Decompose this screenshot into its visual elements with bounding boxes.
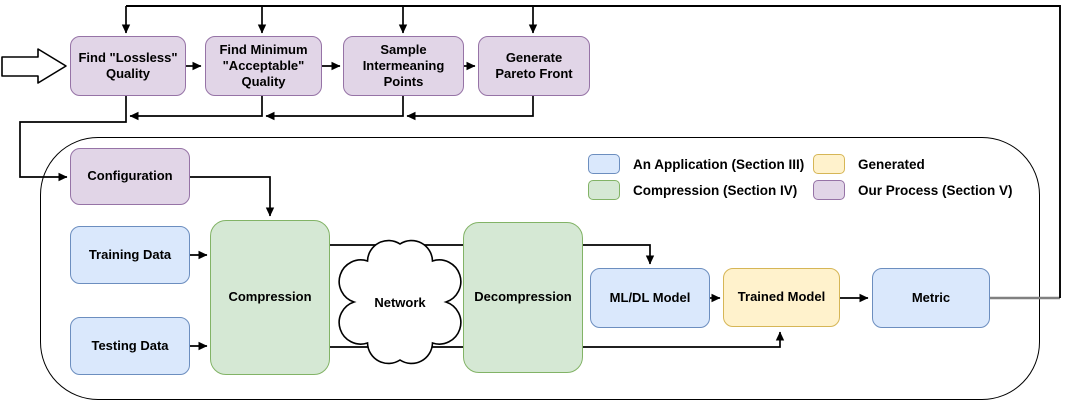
node-find-minimum-acceptable-quality: Find Minimum "Acceptable" Quality [205,36,322,96]
legend-item-application: An Application (Section III) [588,154,804,174]
node-label: Training Data [88,246,172,262]
legend-item-compression: Compression (Section IV) [588,180,804,200]
node-label: Metric [911,289,951,305]
legend-swatch-compression [588,180,620,200]
node-testing-data: Testing Data [70,317,190,375]
node-training-data: Training Data [70,226,190,284]
node-label: Generate Pareto Front [495,49,573,81]
legend-item-generated: Generated [813,154,1013,174]
legend-label: Compression (Section IV) [633,182,798,198]
node-metric: Metric [872,268,990,328]
legend-label: Generated [858,156,925,172]
node-trained-model: Trained Model [723,268,840,327]
node-label: ML/DL Model [609,289,691,305]
node-label: Sample Intermeaning Points [362,41,445,90]
return-chain-arrows [19,96,534,182]
legend-column-2: Generated Our Process (Section V) [813,154,1013,200]
node-compression: Compression [210,220,330,375]
node-sample-intermeaning-points: Sample Intermeaning Points [343,36,464,96]
legend-swatch-application [588,154,620,174]
network-cloud-shape [338,239,462,365]
legend-swatch-our-process [813,180,845,200]
input-arrow-icon [1,48,67,84]
node-find-lossless-quality: Find "Lossless" Quality [70,36,186,96]
legend-label: An Application (Section III) [633,156,805,172]
node-label: Find Minimum "Acceptable" Quality [219,41,308,90]
node-label: Network [374,294,426,310]
node-network-label: Network [348,290,452,314]
top-drop-arrows [121,6,538,34]
node-ml-dl-model: ML/DL Model [590,268,710,328]
legend-item-our-process: Our Process (Section V) [813,180,1013,200]
node-label: Compression [228,289,312,305]
node-label: Decompression [474,289,572,305]
node-label: Configuration [87,168,173,184]
legend-label: Our Process (Section V) [858,182,1013,198]
node-label: Trained Model [737,289,826,305]
node-decompression: Decompression [463,222,583,373]
feedback-top-line [126,5,1061,298]
node-generate-pareto-front: Generate Pareto Front [478,36,590,96]
node-configuration: Configuration [70,148,190,205]
legend-column-1: An Application (Section III) Compression… [588,154,804,200]
node-label: Testing Data [91,337,169,353]
legend-swatch-generated [813,154,845,174]
node-label: Find "Lossless" Quality [78,49,178,81]
